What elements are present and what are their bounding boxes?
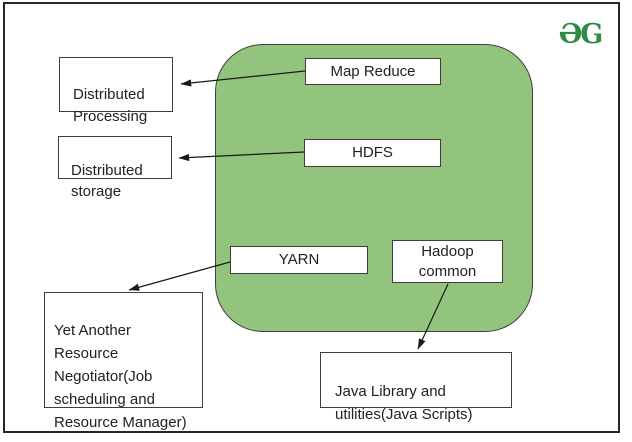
node-distributed-processing: Distributed Processing [59, 57, 173, 125]
node-yarn-description-label: Yet Another Resource Negotiator(Job sche… [54, 322, 187, 431]
node-map-reduce: Map Reduce [305, 58, 441, 85]
node-distributed-processing-label: Distributed Processing [73, 86, 148, 125]
node-distributed-storage-label: Distributed storage [71, 162, 143, 200]
hadoop-container-shape [215, 44, 533, 332]
node-hadoop-common: Hadoop common [392, 240, 503, 283]
node-yarn-label: YARN [278, 251, 320, 268]
node-java-library: Java Library and utilities(Java Scripts) [320, 352, 512, 423]
node-hdfs: HDFS [304, 139, 441, 167]
geeksforgeeks-logo: ƏG [558, 19, 604, 50]
outer-frame [3, 2, 620, 433]
node-java-library-label: Java Library and utilities(Java Scripts) [335, 383, 473, 423]
node-distributed-storage: Distributed storage [58, 136, 172, 200]
node-yarn-description: Yet Another Resource Negotiator(Job sche… [44, 292, 203, 431]
node-hadoop-common-label: Hadoop common [418, 242, 477, 280]
node-map-reduce-label: Map Reduce [330, 62, 416, 80]
node-hdfs-label: HDFS [352, 144, 393, 161]
node-yarn: YARN [230, 246, 368, 274]
